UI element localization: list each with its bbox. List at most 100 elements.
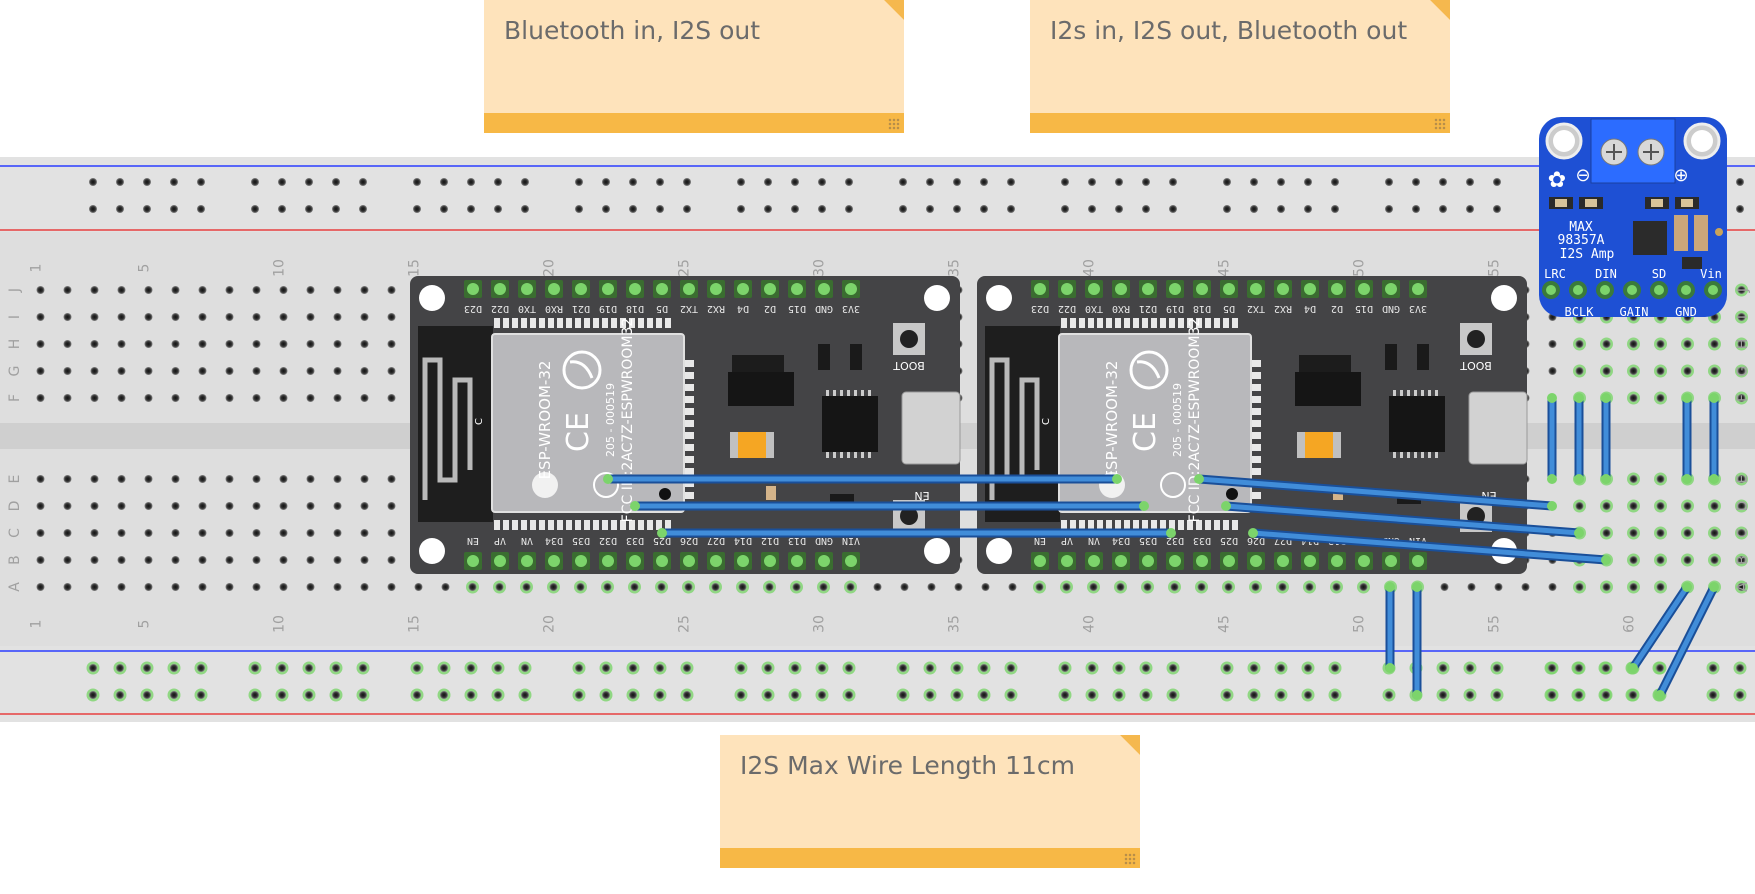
rail-hole[interactable] — [1709, 691, 1717, 699]
breadboard-hole[interactable] — [1279, 583, 1287, 591]
breadboard-hole[interactable] — [1711, 556, 1719, 564]
breadboard-hole[interactable] — [361, 286, 369, 294]
breadboard-hole[interactable] — [91, 529, 99, 537]
breadboard-hole[interactable] — [928, 583, 936, 591]
breadboard-hole[interactable] — [334, 583, 342, 591]
breadboard-hole[interactable] — [415, 583, 423, 591]
breadboard-hole[interactable] — [145, 286, 153, 294]
breadboard-hole[interactable] — [253, 583, 261, 591]
breadboard-hole[interactable] — [901, 583, 909, 591]
breadboard-hole[interactable] — [766, 583, 774, 591]
rail-hole[interactable] — [1709, 664, 1717, 672]
rail-hole[interactable] — [1277, 664, 1285, 672]
note-wire-length[interactable]: I2S Max Wire Length 11cm — [720, 735, 1140, 868]
rail-hole[interactable] — [1277, 178, 1285, 186]
rail-hole[interactable] — [1061, 178, 1069, 186]
breadboard-hole[interactable] — [1603, 367, 1611, 375]
breadboard-hole[interactable] — [307, 556, 315, 564]
breadboard-hole[interactable] — [226, 529, 234, 537]
breadboard-hole[interactable] — [37, 286, 45, 294]
rail-hole[interactable] — [926, 691, 934, 699]
breadboard-hole[interactable] — [253, 394, 261, 402]
rail-hole[interactable] — [899, 178, 907, 186]
rail-hole[interactable] — [332, 178, 340, 186]
breadboard-hole[interactable] — [1252, 583, 1260, 591]
rail-hole[interactable] — [629, 691, 637, 699]
rail-hole[interactable] — [1493, 178, 1501, 186]
rail-hole[interactable] — [1304, 205, 1312, 213]
rail-hole[interactable] — [278, 178, 286, 186]
rail-hole[interactable] — [575, 691, 583, 699]
breadboard-hole[interactable] — [172, 475, 180, 483]
rail-hole[interactable] — [1575, 691, 1583, 699]
breadboard-hole[interactable] — [91, 394, 99, 402]
rail-hole[interactable] — [953, 205, 961, 213]
breadboard-hole[interactable] — [1630, 502, 1638, 510]
breadboard-hole[interactable] — [874, 583, 882, 591]
rail-hole[interactable] — [629, 205, 637, 213]
breadboard-hole[interactable] — [550, 583, 558, 591]
rail-hole[interactable] — [1007, 691, 1015, 699]
rail-hole[interactable] — [89, 691, 97, 699]
breadboard-hole[interactable] — [64, 340, 72, 348]
rail-hole[interactable] — [980, 691, 988, 699]
rail-hole[interactable] — [1169, 691, 1177, 699]
breadboard-hole[interactable] — [334, 286, 342, 294]
breadboard-hole[interactable] — [307, 502, 315, 510]
breadboard-hole[interactable] — [172, 367, 180, 375]
rail-hole[interactable] — [305, 205, 313, 213]
rail-hole[interactable] — [1250, 178, 1258, 186]
rail-hole[interactable] — [1250, 664, 1258, 672]
rail-hole[interactable] — [197, 205, 205, 213]
rail-hole[interactable] — [305, 178, 313, 186]
breadboard-hole[interactable] — [64, 556, 72, 564]
rail-hole[interactable] — [1439, 205, 1447, 213]
breadboard-hole[interactable] — [280, 340, 288, 348]
breadboard-hole[interactable] — [388, 475, 396, 483]
rail-hole[interactable] — [899, 205, 907, 213]
rail-hole[interactable] — [332, 205, 340, 213]
breadboard-hole[interactable] — [1684, 556, 1692, 564]
breadboard-hole[interactable] — [631, 583, 639, 591]
rail-hole[interactable] — [953, 691, 961, 699]
breadboard-hole[interactable] — [1657, 556, 1665, 564]
rail-hole[interactable] — [1304, 691, 1312, 699]
rail-hole[interactable] — [494, 664, 502, 672]
rail-hole[interactable] — [1439, 664, 1447, 672]
breadboard-hole[interactable] — [658, 583, 666, 591]
rail-hole[interactable] — [764, 691, 772, 699]
rail-hole[interactable] — [1493, 691, 1501, 699]
breadboard-hole[interactable] — [334, 475, 342, 483]
breadboard-hole[interactable] — [172, 502, 180, 510]
rail-hole[interactable] — [602, 691, 610, 699]
breadboard-hole[interactable] — [1090, 583, 1098, 591]
rail-hole[interactable] — [656, 691, 664, 699]
breadboard-hole[interactable] — [1657, 583, 1665, 591]
rail-hole[interactable] — [305, 691, 313, 699]
resize-grip-icon[interactable] — [1434, 118, 1446, 130]
breadboard-hole[interactable] — [334, 340, 342, 348]
note-i2s-in[interactable]: I2s in, I2S out, Bluetooth out — [1030, 0, 1450, 133]
breadboard-hole[interactable] — [361, 502, 369, 510]
rail-hole[interactable] — [359, 205, 367, 213]
rail-hole[interactable] — [521, 691, 529, 699]
breadboard-hole[interactable] — [253, 313, 261, 321]
rail-hole[interactable] — [1250, 205, 1258, 213]
breadboard-hole[interactable] — [226, 367, 234, 375]
rail-hole[interactable] — [1736, 664, 1744, 672]
breadboard-hole[interactable] — [1630, 367, 1638, 375]
breadboard-hole[interactable] — [172, 340, 180, 348]
breadboard-hole[interactable] — [1711, 529, 1719, 537]
rail-hole[interactable] — [1007, 205, 1015, 213]
rail-hole[interactable] — [251, 691, 259, 699]
rail-hole[interactable] — [116, 178, 124, 186]
breadboard-hole[interactable] — [172, 529, 180, 537]
rail-hole[interactable] — [170, 205, 178, 213]
rail-hole[interactable] — [602, 664, 610, 672]
rail-hole[interactable] — [494, 205, 502, 213]
breadboard-hole[interactable] — [64, 583, 72, 591]
rail-hole[interactable] — [1115, 691, 1123, 699]
rail-hole[interactable] — [1602, 691, 1610, 699]
rail-hole[interactable] — [818, 664, 826, 672]
rail-hole[interactable] — [1466, 205, 1474, 213]
